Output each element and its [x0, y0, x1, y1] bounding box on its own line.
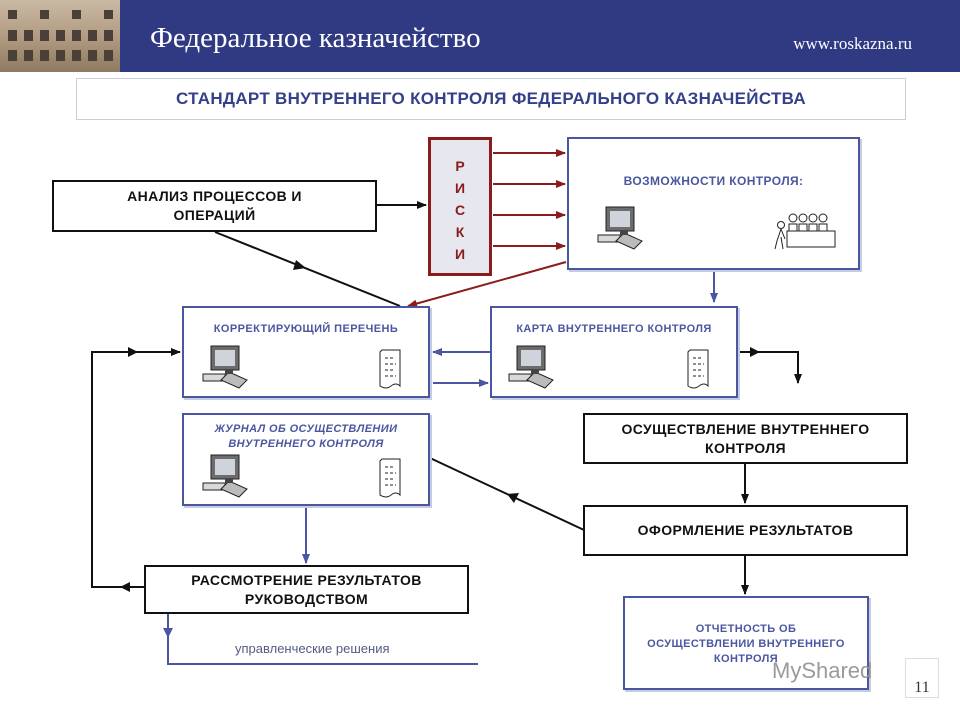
node-analysis-label: АНАЛИЗ ПРОЦЕССОВ И ОПЕРАЦИЙ — [127, 188, 302, 223]
slide-title-box: СТАНДАРТ ВНУТРЕННЕГО КОНТРОЛЯ ФЕДЕРАЛЬНО… — [76, 78, 906, 120]
node-corrective-list: КОРРЕКТИРУЮЩИЙ ПЕРЕЧЕНЬ — [182, 306, 430, 398]
node-journal: ЖУРНАЛ ОБ ОСУЩЕСТВЛЕНИИ ВНУТРЕННЕГО КОНТ… — [182, 413, 430, 506]
computer-icon — [508, 345, 554, 389]
node-report: ОТЧЕТНОСТЬ ОБ ОСУЩЕСТВЛЕНИИ ВНУТРЕННЕГО … — [623, 596, 869, 690]
node-control-map-label: КАРТА ВНУТРЕННЕГО КОНТРОЛЯ — [516, 323, 712, 335]
node-analysis: АНАЛИЗ ПРОЦЕССОВ И ОПЕРАЦИЙ — [52, 180, 377, 232]
node-risks: Р И С К И — [428, 137, 492, 276]
document-icon — [379, 458, 401, 498]
node-corrective-list-label: КОРРЕКТИРУЮЩИЙ ПЕРЕЧЕНЬ — [213, 323, 399, 335]
header-bar: Федеральное казначейство www.roskazna.ru — [0, 0, 960, 72]
node-results: ОФОРМЛЕНИЕ РЕЗУЛЬТАТОВ — [583, 505, 908, 556]
node-control-options: ВОЗМОЖНОСТИ КОНТРОЛЯ: — [567, 137, 860, 270]
document-icon — [687, 349, 709, 389]
node-implementation: ОСУЩЕСТВЛЕНИЕ ВНУТРЕННЕГО КОНТРОЛЯ — [583, 413, 908, 464]
management-decisions-label: управленческие решения — [235, 641, 390, 656]
node-control-options-label: ВОЗМОЖНОСТИ КОНТРОЛЯ: — [623, 174, 804, 188]
node-implementation-label: ОСУЩЕСТВЛЕНИЕ ВНУТРЕННЕГО КОНТРОЛЯ — [621, 420, 870, 456]
page-number: 11 — [905, 658, 939, 698]
risk-letter: С — [454, 202, 466, 218]
slide-title: СТАНДАРТ ВНУТРЕННЕГО КОНТРОЛЯ ФЕДЕРАЛЬНО… — [176, 89, 806, 108]
building-photo — [0, 0, 120, 72]
node-control-map: КАРТА ВНУТРЕННЕГО КОНТРОЛЯ — [490, 306, 738, 398]
node-journal-label: ЖУРНАЛ ОБ ОСУЩЕСТВЛЕНИИ ВНУТРЕННЕГО КОНТ… — [214, 423, 398, 450]
header-title: Федеральное казначейство — [150, 22, 481, 54]
risk-letter: К — [455, 224, 465, 240]
node-report-label: ОТЧЕТНОСТЬ ОБ ОСУЩЕСТВЛЕНИИ ВНУТРЕННЕГО … — [647, 623, 845, 665]
risk-letter: И — [454, 180, 466, 196]
node-results-label: ОФОРМЛЕНИЕ РЕЗУЛЬТАТОВ — [637, 522, 854, 538]
node-review-label: РАССМОТРЕНИЕ РЕЗУЛЬТАТОВ РУКОВОДСТВОМ — [191, 571, 422, 607]
computer-icon — [202, 454, 248, 498]
header-url[interactable]: www.roskazna.ru — [793, 34, 912, 53]
computer-icon — [597, 206, 643, 250]
node-review: РАССМОТРЕНИЕ РЕЗУЛЬТАТОВ РУКОВОДСТВОМ — [144, 565, 469, 614]
risk-letter: Р — [455, 158, 465, 174]
risk-letter: И — [454, 246, 466, 262]
meeting-people-icon — [774, 213, 836, 250]
watermark-text: MyShared — [772, 658, 873, 683]
computer-icon — [202, 345, 248, 389]
document-icon — [379, 349, 401, 389]
